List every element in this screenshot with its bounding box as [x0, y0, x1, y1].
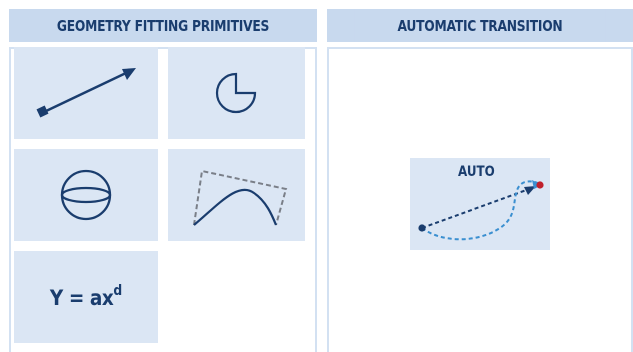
arc-primitive-tile[interactable]: [168, 47, 305, 139]
transition-panel-title: AUTOMATIC TRANSITION: [354, 9, 606, 42]
formula-main: Y = ax: [50, 285, 114, 310]
formula-exponent: d: [113, 282, 123, 299]
line-primitive-tile[interactable]: [14, 47, 158, 139]
transition-panel-body: [327, 47, 633, 352]
auto-transition-icon: [418, 180, 544, 241]
line-arrow-icon: [36, 68, 136, 118]
sphere-primitive-tile[interactable]: [14, 149, 158, 241]
curve-primitive-tile[interactable]: [168, 149, 305, 241]
automatic-transition-panel: AUTOMATIC TRANSITION: [327, 9, 633, 352]
sphere-icon: [60, 169, 112, 221]
auto-label: AUTO: [458, 164, 495, 180]
auto-transition-tile[interactable]: AUTO: [410, 158, 550, 250]
transition-panel-header: AUTOMATIC TRANSITION: [327, 9, 633, 42]
geometry-panel-title: GEOMETRY FITTING PRIMITIVES: [36, 9, 290, 42]
geometry-fitting-panel: GEOMETRY FITTING PRIMITIVES: [9, 9, 317, 352]
geometry-panel-header: GEOMETRY FITTING PRIMITIVES: [9, 9, 317, 42]
curve-fit-icon: [193, 169, 288, 226]
formula-primitive-tile[interactable]: Y = axd: [14, 251, 158, 343]
geometry-panel-body: [9, 47, 317, 352]
formula-text: Y = axd: [50, 282, 123, 310]
pie-segment-icon: [215, 72, 257, 114]
